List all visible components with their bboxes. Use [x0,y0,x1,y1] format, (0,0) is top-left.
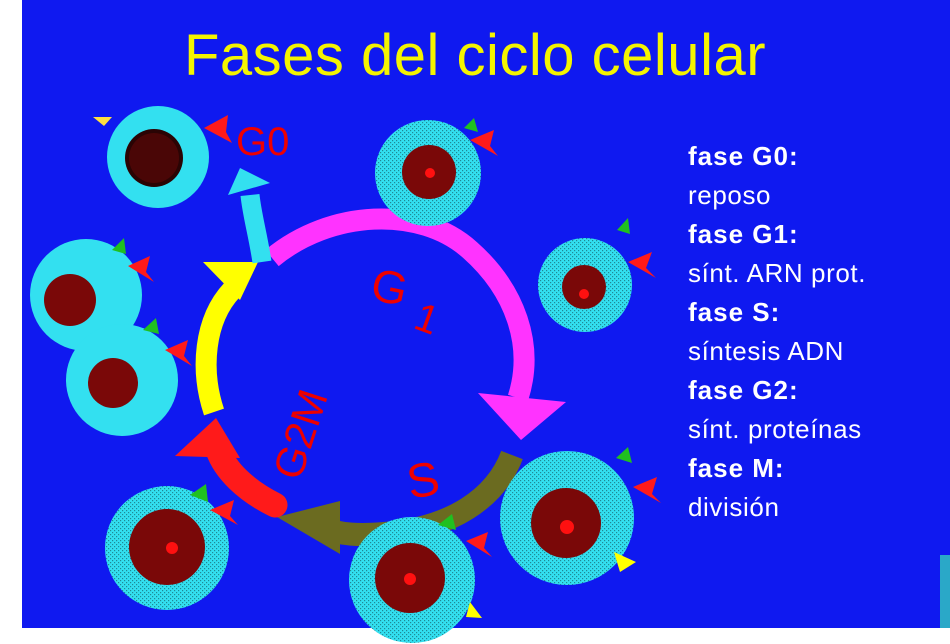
legend-phase-g2: fase G2: [688,370,950,410]
g0-label: G0 [236,120,289,164]
slide-title: Fases del ciclo celular [0,22,950,89]
legend-phase-m: fase M: [688,448,950,488]
legend-desc-m: división [688,488,950,526]
legend-desc-g0: reposo [688,176,950,214]
legend-phase-g1: fase G1: [688,214,950,254]
g0-arrow-shaft [250,195,262,262]
corner-accent [940,555,950,628]
legend-desc-s: síntesis ADN [688,332,950,370]
legend-desc-g2: sínt. proteínas [688,410,950,448]
phase-legend: fase G0: reposo fase G1: sínt. ARN prot.… [688,136,950,526]
legend-phase-s: fase S: [688,292,950,332]
legend-desc-g1: sínt. ARN prot. [688,254,950,292]
legend-phase-g0: fase G0: [688,136,950,176]
